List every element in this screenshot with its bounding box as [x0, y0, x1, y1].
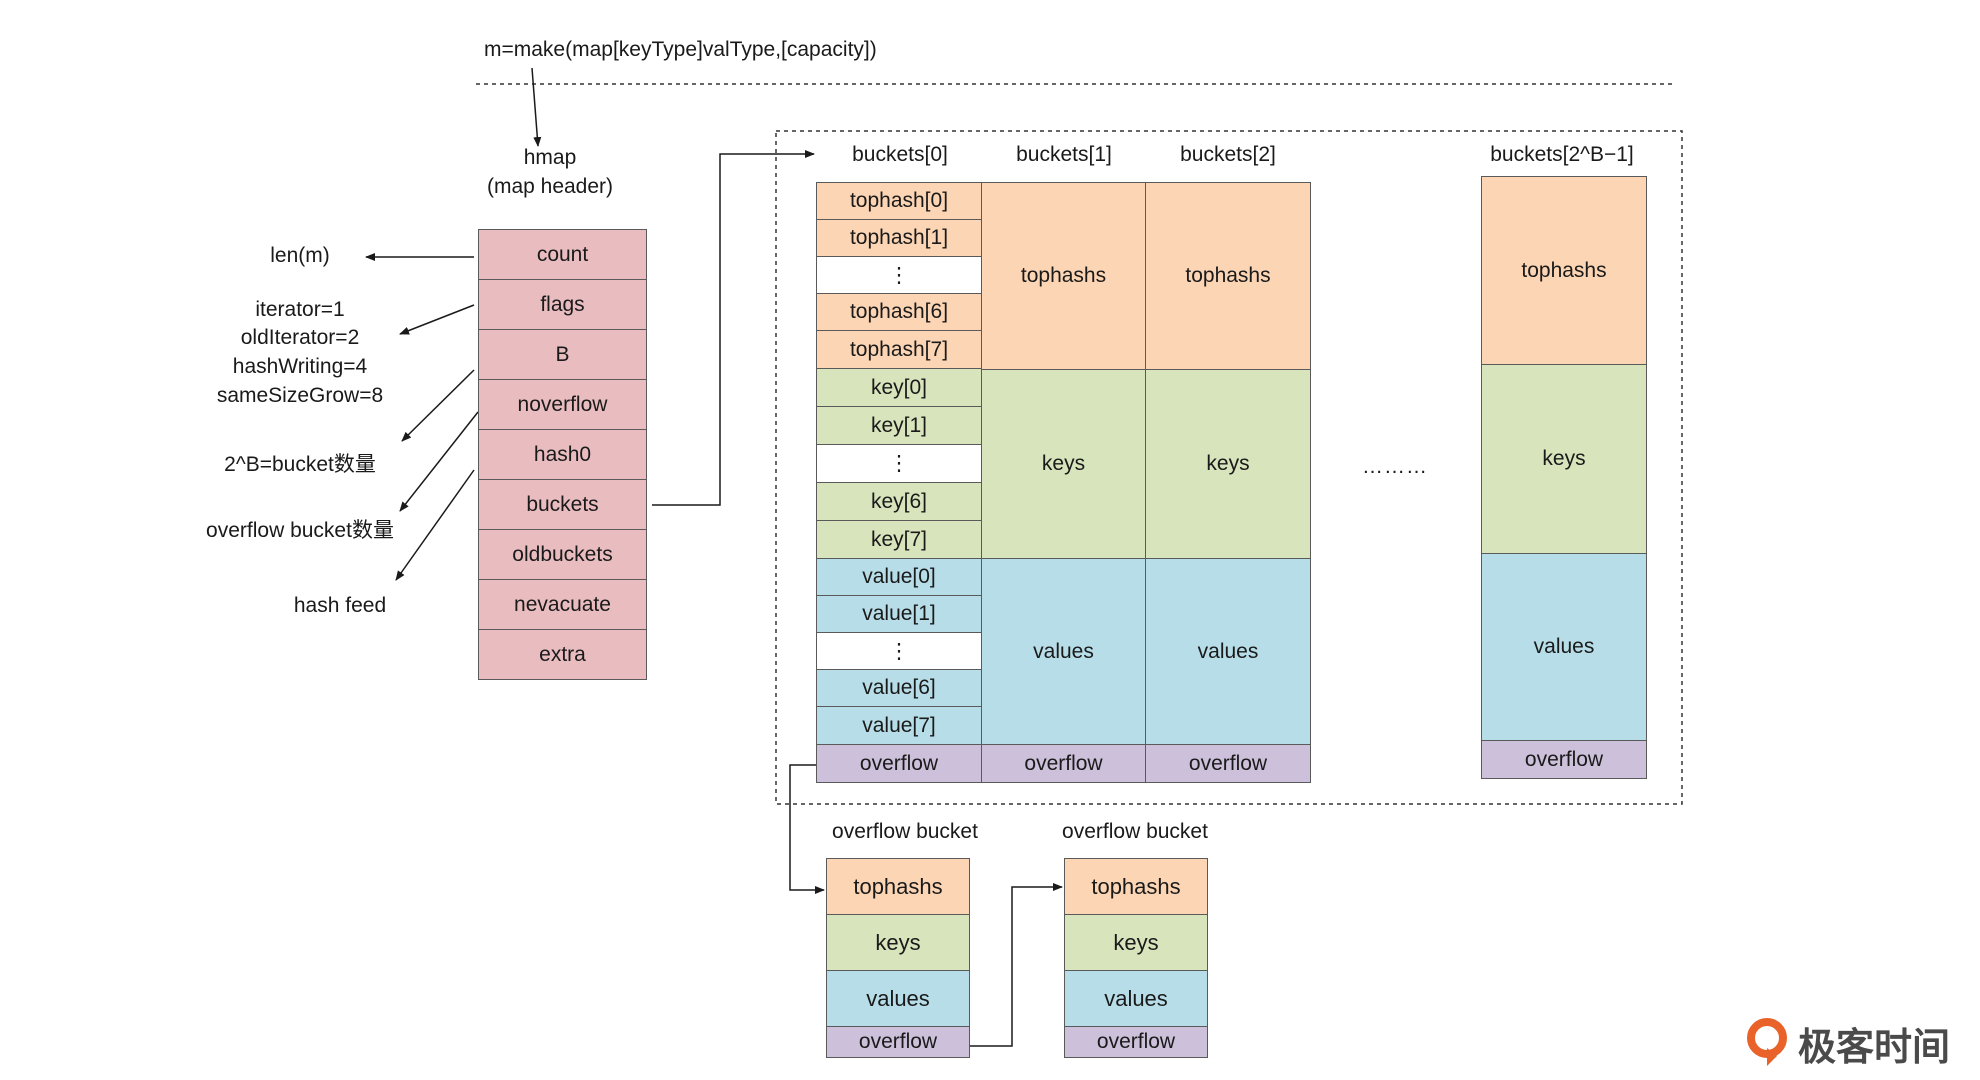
- flags-annotation-2: oldIterator=2: [240, 326, 360, 349]
- hmap-field-count: count: [478, 229, 647, 280]
- bucket2-tophashs: tophashs: [1145, 182, 1311, 370]
- overflow2-values: values: [1064, 970, 1208, 1027]
- bucket1-overflow: overflow: [981, 744, 1146, 783]
- overflow-pointer-arrow-1: [789, 764, 825, 894]
- buckets-ellipsis: ………: [1362, 455, 1428, 478]
- bucket0-key-1: key[1]: [816, 406, 982, 445]
- overflow2-overflow: overflow: [1064, 1026, 1208, 1058]
- bucket0-tophash-6: tophash[6]: [816, 293, 982, 331]
- overflow1-keys: keys: [826, 914, 970, 971]
- hmap-field-b: B: [478, 329, 647, 380]
- hmap-field-extra: extra: [478, 629, 647, 680]
- noverflow-arrow: [399, 411, 479, 512]
- overflow-bucket-label-2: overflow bucket: [1062, 820, 1208, 843]
- hmap-field-buckets: buckets: [478, 479, 647, 530]
- bucket0-value-6: value[6]: [816, 669, 982, 707]
- buckets-array-frame: [775, 130, 1683, 805]
- geektime-logo: 极客时间: [1746, 1018, 1951, 1069]
- bucket1-values: values: [981, 558, 1146, 745]
- bucket0-value-0: value[0]: [816, 558, 982, 596]
- hmap-field-noverflow: noverflow: [478, 379, 647, 430]
- hmap-field-hash0: hash0: [478, 429, 647, 480]
- flags-arrow: [399, 304, 475, 335]
- bucket0-key-ellipsis: ⋮: [816, 444, 982, 483]
- flags-annotation-1: iterator=1: [255, 298, 345, 321]
- flags-annotation-3: hashWriting=4: [232, 355, 368, 378]
- overflow2-keys: keys: [1064, 914, 1208, 971]
- bucket0-value-ellipsis: ⋮: [816, 632, 982, 670]
- bucket2-values: values: [1145, 558, 1311, 745]
- bucket0-overflow: overflow: [816, 744, 982, 783]
- bucket2-keys: keys: [1145, 369, 1311, 559]
- buckets-pointer-arrow: [652, 150, 815, 506]
- make-expression: m=make(map[keyType]valType,[capacity]): [484, 38, 877, 61]
- geektime-logo-icon: [1747, 1018, 1787, 1066]
- bucket1-keys: keys: [981, 369, 1146, 559]
- b-annotation: 2^B=bucket数量: [224, 453, 376, 476]
- hmap-subtitle: (map header): [486, 175, 614, 198]
- hash0-arrow: [395, 469, 475, 581]
- hmap-field-oldbuckets: oldbuckets: [478, 529, 647, 580]
- bucket0-tophash-1: tophash[1]: [816, 219, 982, 257]
- overflow-pointer-arrow-2: [970, 883, 1063, 1047]
- make-to-hmap-arrow: [531, 67, 542, 147]
- bucket-header-2: buckets[2]: [1180, 143, 1276, 166]
- bucket2-overflow: overflow: [1145, 744, 1311, 783]
- overflow-bucket-label-1: overflow bucket: [832, 820, 978, 843]
- bucket0-tophash-7: tophash[7]: [816, 330, 982, 369]
- overflow1-values: values: [826, 970, 970, 1027]
- len-annotation: len(m): [270, 244, 330, 267]
- geektime-logo-text: 极客时间: [1798, 1024, 1951, 1069]
- bucketlast-values: values: [1481, 553, 1647, 741]
- overflow2-tophashs: tophashs: [1064, 858, 1208, 915]
- hmap-field-nevacuate: nevacuate: [478, 579, 647, 630]
- bucket-header-0: buckets[0]: [852, 143, 948, 166]
- hmap-field-flags: flags: [478, 279, 647, 330]
- hash0-annotation: hash feed: [293, 594, 387, 617]
- bucketlast-overflow: overflow: [1481, 740, 1647, 779]
- flags-annotation-4: sameSizeGrow=8: [216, 384, 384, 407]
- bucket0-key-6: key[6]: [816, 482, 982, 521]
- bucket0-key-0: key[0]: [816, 368, 982, 407]
- bucket0-key-7: key[7]: [816, 520, 982, 559]
- noverflow-annotation: overflow bucket数量: [206, 519, 394, 542]
- overflow1-overflow: overflow: [826, 1026, 970, 1058]
- bucketlast-keys: keys: [1481, 364, 1647, 554]
- bucket0-value-7: value[7]: [816, 706, 982, 745]
- b-arrow: [401, 369, 475, 442]
- overflow1-tophashs: tophashs: [826, 858, 970, 915]
- bucketlast-tophashs: tophashs: [1481, 176, 1647, 365]
- bucket0-tophash-0: tophash[0]: [816, 182, 982, 220]
- bucket1-tophashs: tophashs: [981, 182, 1146, 370]
- bucket0-value-1: value[1]: [816, 595, 982, 633]
- bucket-header-1: buckets[1]: [1016, 143, 1112, 166]
- hmap-title: hmap: [523, 146, 577, 169]
- bucket-header-last: buckets[2^B−1]: [1490, 143, 1634, 166]
- bucket0-tophash-ellipsis: ⋮: [816, 256, 982, 294]
